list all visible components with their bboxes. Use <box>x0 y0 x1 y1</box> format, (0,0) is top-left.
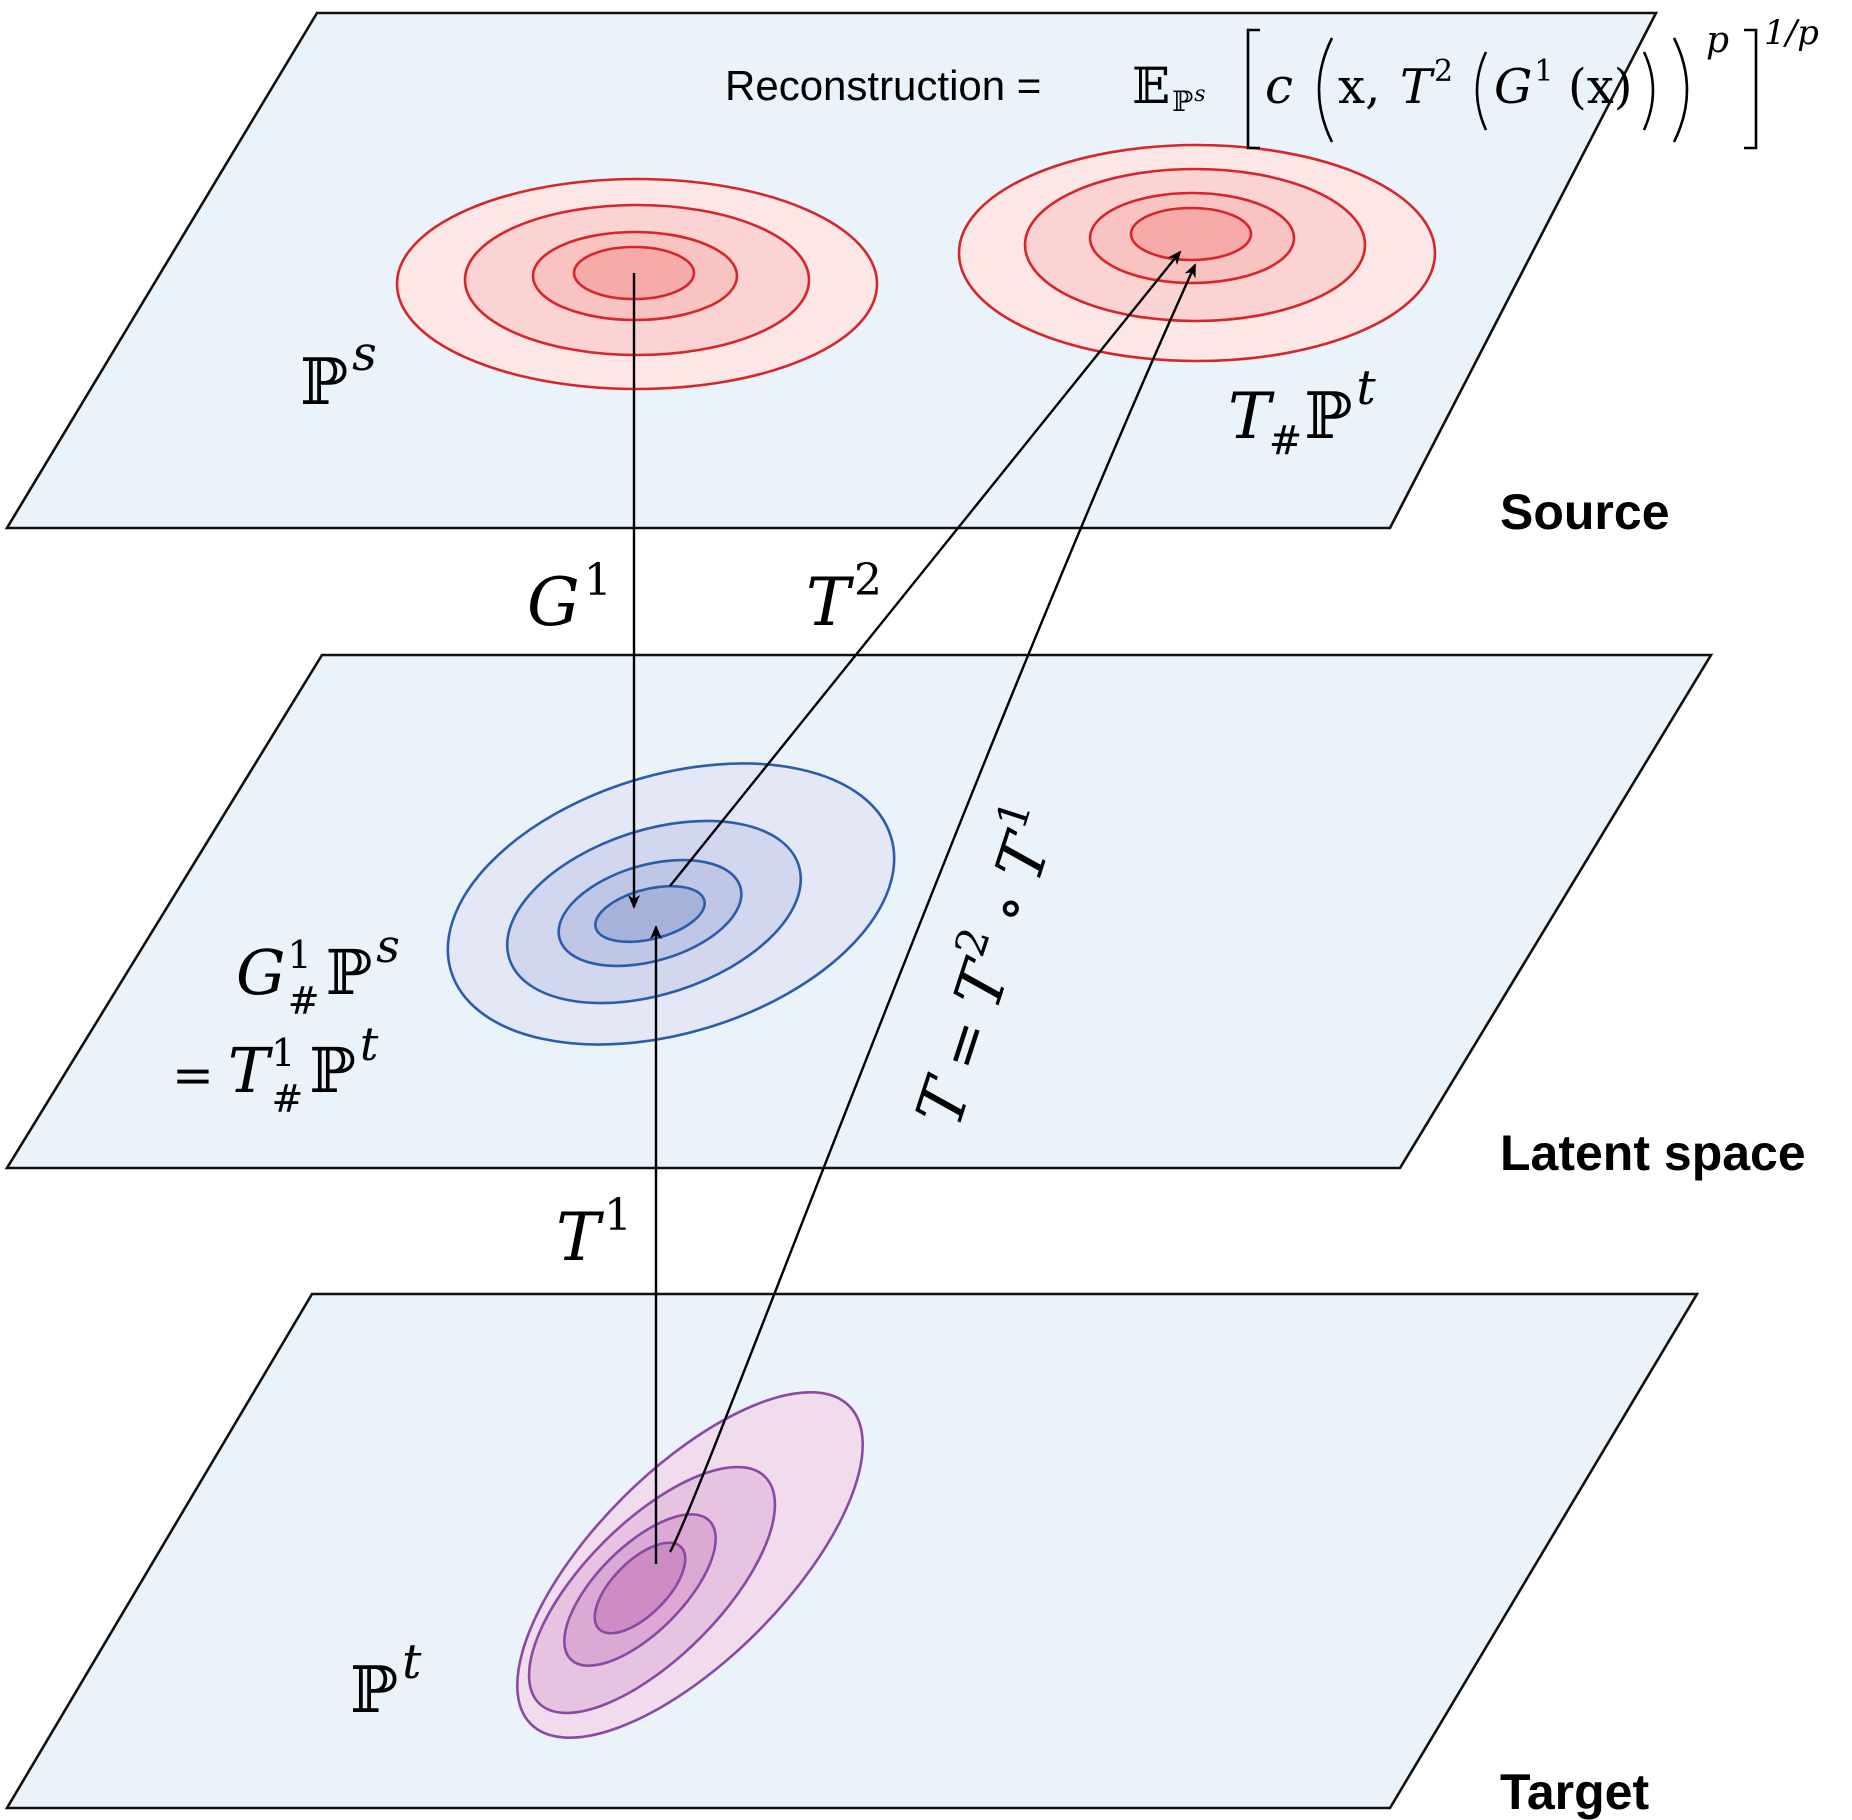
source-distribution-contours <box>395 177 879 391</box>
target-plane <box>4 1292 1700 1810</box>
expectation-symbol: 𝔼ℙs <box>1132 57 1205 118</box>
target-plane-label: Target <box>1500 1764 1649 1820</box>
reconstruction-formula: Reconstruction = 𝔼ℙs c x, T2 G1 (x) p 1/… <box>725 13 1819 150</box>
latent-distribution-label-line2: =T1#ℙt <box>172 1017 379 1121</box>
g1-label: G1 <box>527 555 612 641</box>
g1-in-formula: G1 <box>1494 54 1553 115</box>
x-argument: x, <box>1338 59 1380 115</box>
target-distribution-contours <box>516 1391 864 1739</box>
left-mid-paren <box>1475 51 1488 131</box>
t2-arrow <box>669 250 1182 887</box>
pushforward-distribution-contours <box>957 143 1437 363</box>
p-exponent: p <box>1706 20 1729 61</box>
left-square-bracket <box>1246 28 1260 150</box>
right-big-paren <box>1672 37 1689 143</box>
latent-plane-label: Latent space <box>1500 1125 1806 1181</box>
source-plane-label: Source <box>1500 484 1670 540</box>
latent-distribution-contours <box>446 762 896 1046</box>
composite-arrow <box>668 263 1197 1553</box>
t2-in-formula: T2 <box>1400 54 1453 115</box>
pushforward-contour-4 <box>1129 206 1253 262</box>
source-distribution-label: ℙs <box>300 326 377 420</box>
t2-label: T2 <box>806 555 882 641</box>
left-big-paren <box>1317 37 1334 143</box>
latent-distribution-label-line1: G1#ℙs <box>236 919 400 1023</box>
x-inner-argument: (x) <box>1568 59 1633 115</box>
reconstruction-label: Reconstruction = <box>725 62 1041 109</box>
target-contour-4 <box>593 1541 687 1635</box>
pushforward-distribution-label: T#ℙt <box>1228 360 1376 464</box>
cost-function-symbol: c <box>1265 57 1293 115</box>
target-distribution-label: ℙt <box>350 1634 422 1728</box>
t1-label: T1 <box>556 1190 632 1276</box>
right-square-bracket <box>1744 28 1758 150</box>
outer-exponent: 1/p <box>1764 13 1819 53</box>
right-mid-paren <box>1642 51 1655 131</box>
